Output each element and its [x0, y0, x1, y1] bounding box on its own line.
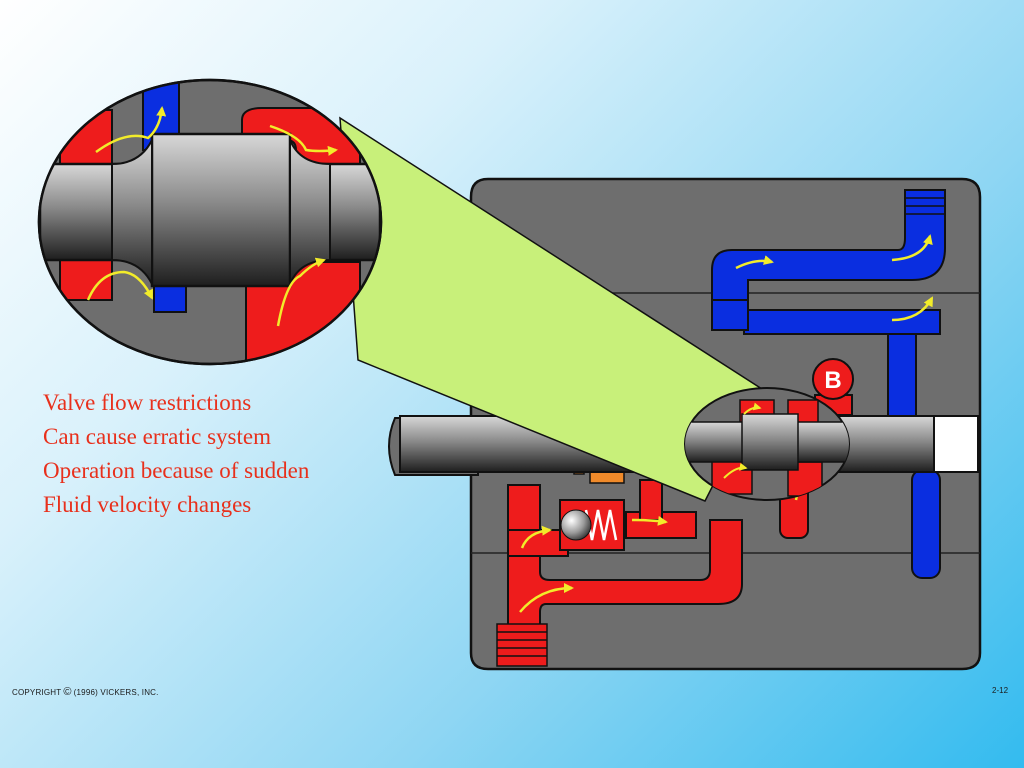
caption-line-4: Fluid velocity changes: [43, 492, 252, 517]
copyright-symbol-icon: ©: [63, 686, 72, 698]
caption-line-3: Operation because of sudden: [43, 458, 310, 483]
caption-line-1: Valve flow restrictions: [43, 390, 252, 415]
return-passages: [711, 189, 946, 579]
pressure-port-threads: [496, 623, 548, 667]
copyright-notice: COPYRIGHT © (1996) VICKERS, INC.: [12, 686, 159, 698]
copyright-suffix: (1996) VICKERS, INC.: [73, 687, 159, 697]
port-b: B: [812, 358, 854, 416]
return-port-threads: [904, 189, 946, 215]
check-valve: [559, 499, 625, 551]
port-b-label: B: [824, 367, 841, 394]
check-ball: [560, 509, 592, 541]
copyright-prefix: COPYRIGHT: [12, 687, 62, 697]
caption-line-2: Can cause erratic system: [43, 424, 271, 449]
slide-number: 2-12: [992, 686, 1009, 695]
magnifier-small-circle: [684, 387, 850, 501]
caption: Valve flow restrictions Can cause errati…: [43, 386, 309, 522]
pressure-passages: [507, 477, 809, 641]
magnifier-big-circle: [37, 78, 383, 366]
spool-end-cap: [933, 415, 979, 473]
